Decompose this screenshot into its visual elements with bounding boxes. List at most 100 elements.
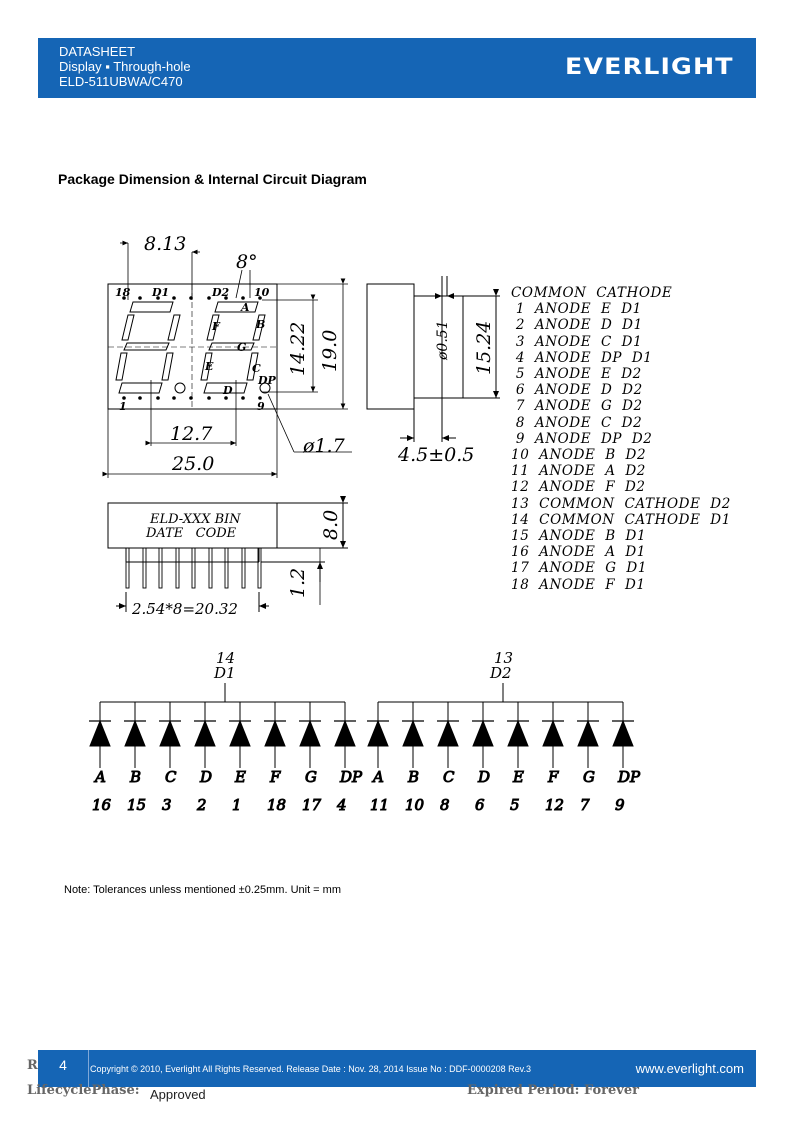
dim-digit-width: 8.13	[144, 233, 186, 255]
dim-overall-height: 19.0	[319, 330, 341, 372]
pin-list-item: 4 ANODE DP D1	[511, 349, 653, 366]
pin-dots	[122, 296, 262, 400]
anode-pin-label: 2	[196, 796, 207, 814]
dim-depth: 4.5±0.5	[397, 444, 474, 466]
pin-list-item: 16 ANODE A D1	[511, 544, 646, 561]
anode-pin-label: 18	[267, 796, 286, 814]
digit-1	[115, 301, 186, 394]
d2-cathode-pin: 13	[494, 649, 513, 667]
pin-list-item: 5 ANODE E D2	[511, 366, 642, 383]
diode-symbol	[542, 719, 564, 747]
dim-dp-dia: ø1.7	[302, 435, 346, 457]
diode-symbol	[194, 719, 216, 747]
doc-type: DATASHEET	[59, 44, 136, 59]
pin-label-1: 1	[119, 400, 127, 413]
pin-label-9: 9	[257, 400, 265, 413]
diode-symbol	[229, 719, 251, 747]
pin-list-item: 11 ANODE A D2	[511, 463, 646, 480]
footer-bar: 4 Copyright © 2010, Everlight All Rights…	[38, 1050, 756, 1087]
website-link[interactable]: www.everlight.com	[635, 1061, 744, 1076]
dim-slant: 8°	[236, 251, 258, 273]
seg-label-d: D	[222, 384, 233, 397]
label-line-2: DATE CODE	[145, 526, 237, 541]
overlay-r: R	[27, 1058, 38, 1073]
anode-pin-label: 5	[510, 796, 520, 814]
pin-list-item: 9 ANODE DP D2	[511, 430, 653, 447]
tolerance-note: Note: Tolerances unless mentioned ±0.25m…	[64, 884, 341, 896]
segment-label: E	[234, 768, 246, 786]
anode-pin-label: 10	[405, 796, 425, 814]
pin-list-item: 8 ANODE C D2	[511, 414, 643, 431]
dim-body-thk: 8.0	[320, 510, 342, 540]
approved-status: Approved	[150, 1087, 206, 1102]
pin-list-heading: COMMON CATHODE	[511, 285, 673, 301]
seg-label-f: F	[211, 320, 221, 333]
pin-list-item: 15 ANODE B D1	[511, 528, 647, 545]
pin-list-item: 3 ANODE C D1	[511, 333, 643, 350]
front-outline	[107, 283, 278, 410]
diode-symbol	[577, 719, 599, 747]
seg-label-b: B	[255, 318, 265, 331]
diode-symbol	[507, 719, 529, 747]
seg-label-c: C	[252, 362, 261, 375]
label-line-1: ELD-XXX BIN	[149, 512, 241, 527]
pin-list-item: 7 ANODE G D2	[511, 398, 643, 415]
page-number: 4	[38, 1050, 89, 1087]
pin-list-item: 1 ANODE E D1	[511, 301, 642, 318]
anode-pin-label: 7	[580, 796, 590, 814]
diode-symbol	[159, 719, 181, 747]
segment-label: C	[165, 768, 177, 786]
segment-label: D	[199, 768, 212, 786]
segment-label: A	[93, 768, 106, 786]
segment-label: G	[583, 768, 595, 786]
segment-label: D	[477, 768, 490, 786]
d1-cathode-pin: 14	[216, 649, 235, 667]
dim-pin-span: 2.54*8=20.32	[131, 600, 238, 618]
digit-2	[200, 301, 271, 394]
header-bar: DATASHEET Display ▪ Through-hole ELD-511…	[38, 38, 756, 98]
section-title: Package Dimension & Internal Circuit Dia…	[58, 171, 367, 187]
diode-symbol	[437, 719, 459, 747]
doc-category: Display ▪ Through-hole	[59, 59, 191, 74]
segment-label: C	[443, 768, 455, 786]
anode-pin-label: 3	[162, 796, 172, 814]
dim-seg-height: 14.22	[287, 322, 309, 376]
d1-name: D1	[213, 664, 236, 682]
anode-pin-label: 4	[336, 796, 347, 814]
diode-symbol	[402, 719, 424, 747]
diode-symbol	[367, 719, 389, 747]
segment-label: B	[407, 768, 419, 786]
copyright-text: Copyright © 2010, Everlight All Rights R…	[90, 1064, 532, 1074]
bottom-view	[107, 496, 348, 612]
pin-label-d2: D2	[211, 286, 230, 299]
dim-overall-width: 25.0	[171, 453, 214, 475]
side-view	[366, 276, 500, 442]
anode-pin-label: 9	[615, 796, 625, 814]
pin-assignment-list: COMMON CATHODE 1 ANODE E D1 2 ANODE D D1…	[511, 285, 731, 593]
anode-pin-label: 8	[440, 796, 450, 814]
pin-label-10: 10	[254, 286, 270, 299]
segment-label: F	[269, 768, 281, 786]
dim-pin-dia: ø0.51	[435, 320, 451, 361]
anode-pin-label: 1	[232, 796, 242, 814]
header-text: DATASHEET Display ▪ Through-hole ELD-511…	[59, 44, 191, 89]
diode-symbol	[264, 719, 286, 747]
diode-symbol	[334, 719, 356, 747]
seg-label-e: E	[204, 360, 214, 373]
segment-label: E	[512, 768, 524, 786]
segment-label: B	[129, 768, 141, 786]
anode-pin-label: 11	[370, 796, 389, 814]
pin-list-item: 17 ANODE G D1	[511, 560, 648, 577]
part-number: ELD-511UBWA/C470	[59, 74, 183, 89]
anode-pin-label: 15	[127, 796, 146, 814]
expired-period: Expired Period: Forever	[467, 1083, 639, 1098]
diode-symbol	[299, 719, 321, 747]
pin-list-item: 2 ANODE D D1	[511, 317, 643, 334]
lifecycle-label: LifecyclePhase:	[27, 1083, 140, 1098]
diode-symbol	[612, 719, 634, 747]
segment-label: A	[371, 768, 384, 786]
pin-list-item: 10 ANODE B D2	[511, 447, 647, 464]
dim-standoff: 1.2	[287, 568, 309, 598]
dim-pitch: 12.7	[170, 423, 213, 445]
dim-pin-row: 15.24	[473, 321, 495, 375]
